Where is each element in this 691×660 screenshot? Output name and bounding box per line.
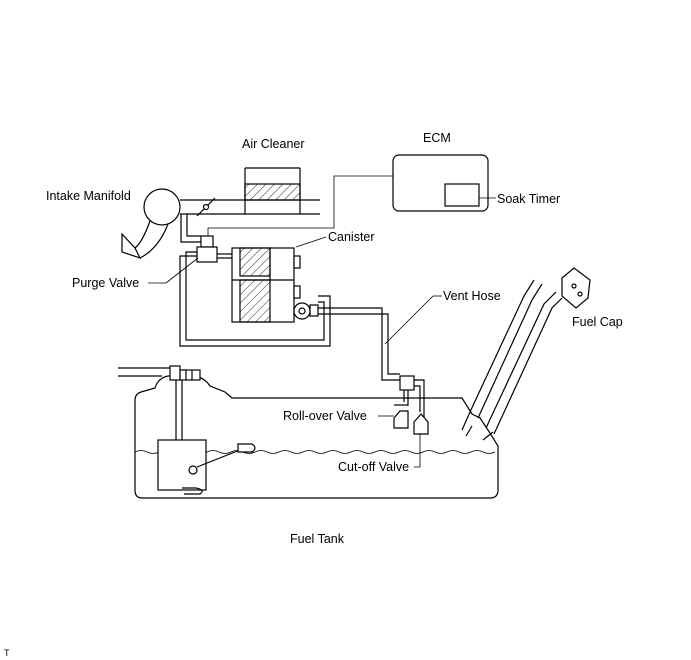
label-canister: Canister bbox=[328, 230, 375, 244]
purge-valve bbox=[196, 235, 218, 263]
throttle-valve-icon bbox=[196, 197, 216, 217]
rollover-valve bbox=[393, 404, 409, 429]
filler-neck bbox=[461, 279, 563, 441]
float-pivot bbox=[188, 465, 198, 475]
cutoff-valve bbox=[413, 413, 429, 435]
label-soak-timer: Soak Timer bbox=[497, 192, 560, 206]
label-purge-valve: Purge Valve bbox=[72, 276, 139, 290]
canister-loop-hose bbox=[179, 251, 331, 347]
label-rollover-valve: Roll-over Valve bbox=[283, 409, 367, 423]
fuel-cap bbox=[561, 267, 591, 309]
vent-hose bbox=[318, 307, 400, 381]
canister-leader bbox=[295, 236, 327, 248]
label-fuel-tank: Fuel Tank bbox=[290, 532, 345, 546]
label-cutoff-valve: Cut-off Valve bbox=[338, 460, 409, 474]
float-arm bbox=[196, 449, 241, 468]
purge-hose bbox=[180, 214, 232, 259]
cutoff-valve-leader bbox=[414, 434, 421, 468]
purge-valve-leader-2 bbox=[165, 257, 199, 284]
fuel-pump-assembly bbox=[118, 365, 256, 495]
vent-hose-leader bbox=[384, 295, 434, 345]
label-vent-hose: Vent Hose bbox=[443, 289, 501, 303]
float bbox=[237, 443, 256, 453]
label-ecm: ECM bbox=[423, 131, 451, 145]
label-intake-manifold: Intake Manifold bbox=[46, 189, 131, 203]
canister bbox=[231, 247, 319, 323]
intake-duct bbox=[180, 199, 320, 215]
label-corner-code: T bbox=[4, 648, 10, 658]
ecm-signal-wire bbox=[207, 175, 393, 238]
label-fuel-cap: Fuel Cap bbox=[572, 315, 623, 329]
label-air-cleaner: Air Cleaner bbox=[242, 137, 305, 151]
air-cleaner bbox=[244, 167, 301, 201]
soak-timer-box bbox=[444, 183, 480, 207]
intake-manifold bbox=[121, 188, 181, 260]
